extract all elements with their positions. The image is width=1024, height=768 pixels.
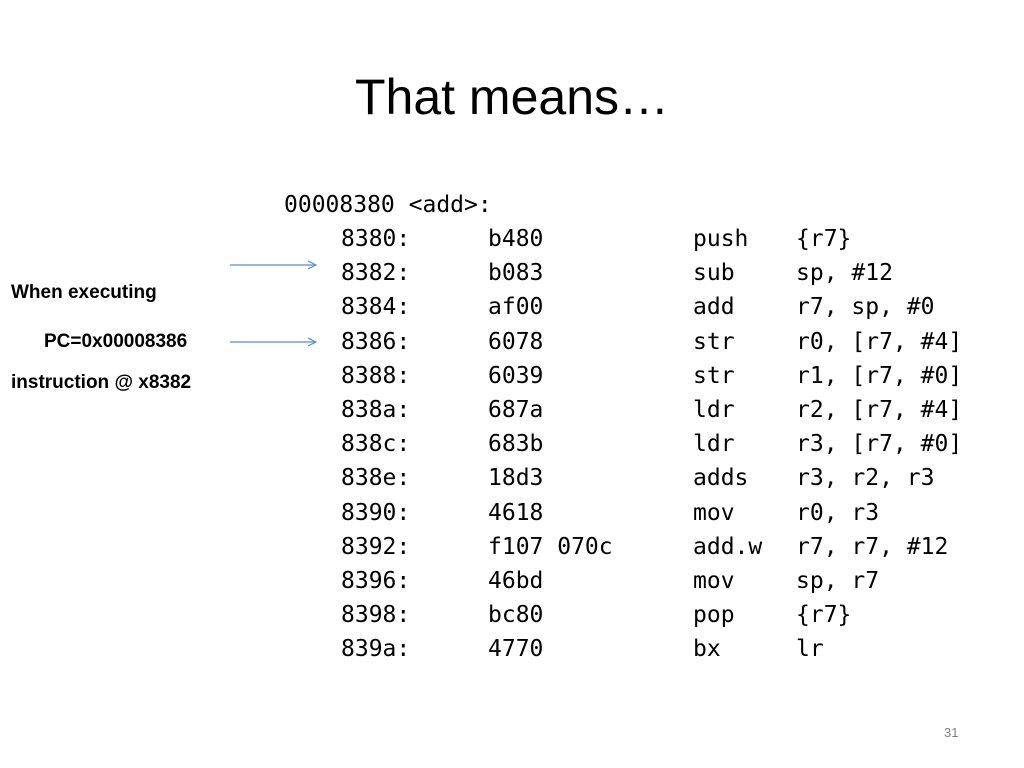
instruction-mnemonic: str bbox=[693, 362, 735, 389]
instruction-operands: {r7} bbox=[796, 602, 852, 629]
instruction-address: 8390: bbox=[341, 499, 411, 526]
instruction-address: 8384: bbox=[341, 294, 411, 321]
instruction-mnemonic: adds bbox=[693, 465, 749, 492]
instruction-encoding: 4618 bbox=[488, 499, 544, 526]
instruction-mnemonic: mov bbox=[693, 499, 735, 526]
instruction-mnemonic: ldr bbox=[693, 396, 735, 423]
executing-annotation: When executing instruction @ x8382 bbox=[11, 218, 191, 428]
instruction-encoding: 6039 bbox=[488, 362, 544, 389]
slide-number: 31 bbox=[944, 725, 959, 740]
instruction-address: 8396: bbox=[341, 567, 411, 594]
instruction-operands: r2, [r7, #4] bbox=[796, 396, 963, 423]
instruction-encoding: 6078 bbox=[488, 328, 544, 355]
instruction-address: 8386: bbox=[341, 328, 411, 355]
instruction-mnemonic: ldr bbox=[693, 431, 735, 458]
executing-annotation-line1: When executing bbox=[11, 282, 157, 303]
function-label: 00008380 <add>: bbox=[284, 192, 492, 218]
instruction-operands: r3, r2, r3 bbox=[796, 465, 935, 492]
instruction-encoding: 687a bbox=[488, 396, 544, 423]
instruction-address: 8382: bbox=[341, 260, 411, 287]
instruction-operands: r7, sp, #0 bbox=[796, 294, 935, 321]
instruction-encoding: b083 bbox=[488, 260, 544, 287]
instruction-address: 839a: bbox=[341, 636, 411, 663]
instruction-mnemonic: str bbox=[693, 328, 735, 355]
instruction-mnemonic: bx bbox=[693, 636, 721, 663]
executing-annotation-line2: instruction @ x8382 bbox=[11, 372, 192, 393]
instruction-mnemonic: push bbox=[693, 226, 749, 252]
instruction-mnemonic: add.w bbox=[693, 533, 763, 560]
slide-title: That means… bbox=[354, 69, 669, 125]
instruction-address: 8388: bbox=[341, 362, 411, 389]
instruction-encoding: 18d3 bbox=[488, 465, 544, 492]
instruction-operands: {r7} bbox=[796, 226, 852, 252]
instruction-operands: r3, [r7, #0] bbox=[796, 431, 963, 458]
instruction-encoding: f107 070c bbox=[488, 533, 613, 560]
instruction-address: 838a: bbox=[341, 396, 411, 423]
instruction-operands: lr bbox=[796, 636, 824, 663]
instruction-operands: sp, #12 bbox=[796, 260, 893, 287]
instruction-address: 838e: bbox=[341, 465, 411, 492]
pc-annotation: PC=0x00008386 bbox=[44, 331, 188, 352]
instruction-mnemonic: add bbox=[693, 294, 735, 321]
instruction-address: 8392: bbox=[341, 533, 411, 560]
instruction-operands: r1, [r7, #0] bbox=[796, 362, 963, 389]
instruction-operands: r0, [r7, #4] bbox=[796, 328, 963, 355]
instruction-operands: sp, r7 bbox=[796, 567, 880, 594]
instruction-encoding: 46bd bbox=[488, 567, 544, 594]
instruction-mnemonic: mov bbox=[693, 567, 735, 594]
instruction-mnemonic: pop bbox=[693, 602, 735, 629]
instruction-address: 838c: bbox=[341, 431, 411, 458]
instruction-mnemonic: sub bbox=[693, 260, 735, 287]
instruction-operands: r7, r7, #12 bbox=[796, 533, 949, 560]
instruction-encoding: 683b bbox=[488, 431, 544, 458]
instruction-address: 8380: bbox=[341, 226, 411, 252]
instruction-operands: r0, r3 bbox=[796, 499, 880, 526]
instruction-encoding: af00 bbox=[488, 294, 544, 321]
instruction-encoding: bc80 bbox=[488, 602, 544, 629]
instruction-encoding: b480 bbox=[488, 226, 544, 252]
instruction-address: 8398: bbox=[341, 602, 411, 629]
instruction-encoding: 4770 bbox=[488, 636, 544, 663]
